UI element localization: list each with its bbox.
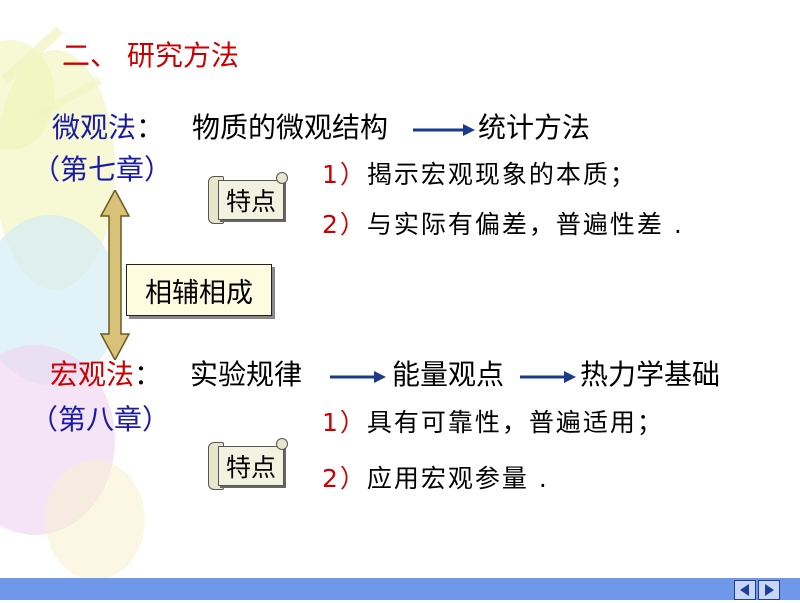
micro-colon: ： — [136, 111, 165, 144]
micro-chapter: （第七章） — [32, 153, 173, 186]
macro-label: 宏观法 — [50, 358, 135, 391]
macro-feature-label: 特点 — [218, 446, 284, 486]
micro-method: 统计方法 — [478, 111, 591, 144]
scroll-pin-icon — [276, 172, 288, 184]
arrow-right-icon — [413, 124, 475, 136]
micro-point-1: 1）揭示宏观现象的本质； — [322, 162, 637, 187]
scroll-pin-icon — [276, 438, 288, 450]
point-number: 2） — [322, 210, 367, 239]
prev-button[interactable] — [734, 580, 756, 600]
macro-point-2: 2）应用宏观参量 . — [322, 466, 549, 491]
micro-feature-scroll: 特点 — [202, 172, 288, 224]
arrow-right-icon — [330, 371, 386, 383]
macro-step-1: 实验规律 — [190, 358, 303, 391]
next-button[interactable] — [758, 580, 780, 600]
point-text: 揭示宏观现象的本质； — [366, 160, 637, 189]
macro-point-1: 1）具有可靠性，普遍适用； — [322, 410, 664, 435]
micro-subject: 物质的微观结构 — [192, 111, 389, 144]
micro-feature-label: 特点 — [218, 180, 284, 220]
point-text: 应用宏观参量 . — [366, 464, 549, 493]
prev-icon — [740, 584, 749, 596]
point-text: 与实际有偏差，普遍性差 . — [366, 210, 684, 239]
next-icon — [765, 584, 774, 596]
micro-label: 微观法 — [52, 111, 137, 144]
macro-step-3: 热力学基础 — [580, 358, 721, 391]
arrow-right-icon — [520, 371, 576, 383]
bottom-bar — [0, 578, 800, 600]
micro-point-2: 2）与实际有偏差，普遍性差 . — [322, 212, 684, 237]
point-number: 1） — [322, 408, 367, 437]
point-number: 2） — [322, 464, 367, 493]
section-title: 二、 研究方法 — [62, 39, 239, 72]
macro-step-2: 能量观点 — [392, 358, 505, 391]
macro-feature-scroll: 特点 — [202, 438, 288, 490]
macro-chapter: （第八章） — [30, 403, 171, 436]
complement-box: 相辅相成 — [126, 264, 272, 316]
double-arrow-icon — [100, 190, 130, 360]
point-number: 1） — [322, 160, 367, 189]
point-text: 具有可靠性，普遍适用； — [366, 408, 664, 437]
macro-colon: ： — [134, 358, 163, 391]
